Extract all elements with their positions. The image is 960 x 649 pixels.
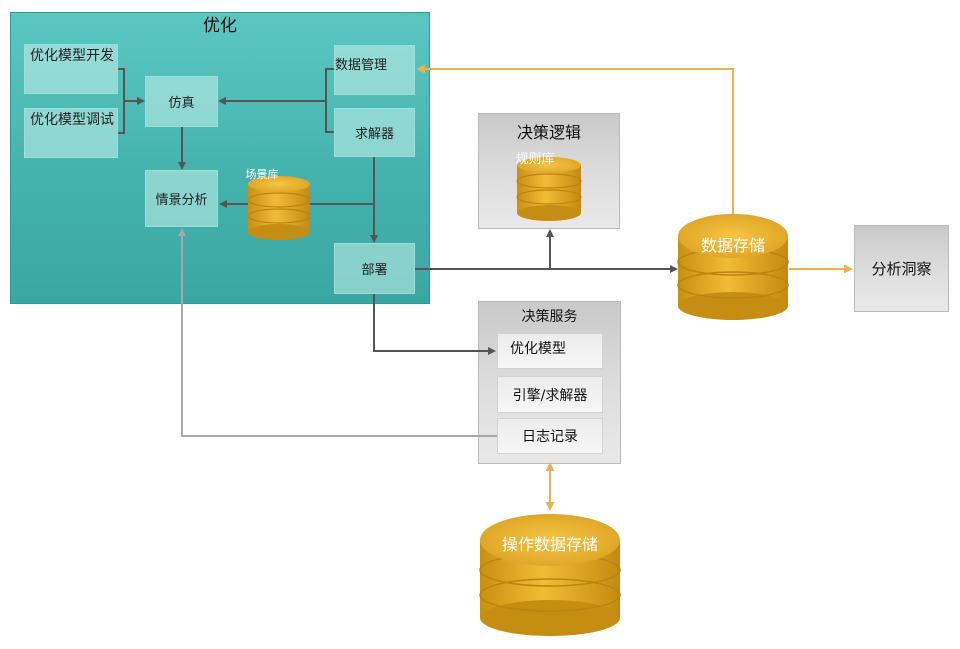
- deploy-to-service-arrow: [373, 294, 496, 355]
- rules-db-cylinder: [516, 157, 582, 221]
- service-item-optimization-model: 优化模型: [497, 333, 603, 369]
- solver-box: 求解器: [334, 108, 415, 157]
- log-to-scenario-arrow: [178, 228, 497, 437]
- deploy-box: 部署: [334, 243, 415, 294]
- decision-service-title: 决策服务: [521, 309, 578, 325]
- service-item-engine-solver: 引擎/求解器: [497, 376, 603, 413]
- service-item-logging: 日志记录: [497, 418, 603, 454]
- dev-tune-bracket: [118, 68, 125, 134]
- model-tune-box: 优化模型调试: [24, 108, 118, 158]
- simulation-box: 仿真: [145, 76, 218, 127]
- datastore-to-datamgmt-arrow: [416, 64, 734, 214]
- scenario-db-cylinder: [247, 176, 311, 240]
- optimization-title: 优化: [203, 16, 237, 36]
- ops-store-cylinder: [479, 514, 621, 636]
- data-store-label: 数据存储: [700, 236, 765, 255]
- rules-db-label: 规则库: [515, 152, 555, 167]
- data-management-box: 数据管理: [334, 45, 415, 95]
- ops-store-label: 操作数据存储: [501, 535, 598, 554]
- scenario-db-label: 场景库: [245, 168, 279, 181]
- model-dev-box: 优化模型开发: [24, 44, 118, 94]
- decision-logic-title: 决策逻辑: [516, 123, 581, 142]
- scenario-analysis-box: 情景分析: [145, 170, 218, 227]
- data-solver-bracket: [325, 68, 334, 133]
- insight-box: 分析洞察: [854, 225, 949, 312]
- data-store-cylinder: [677, 214, 789, 320]
